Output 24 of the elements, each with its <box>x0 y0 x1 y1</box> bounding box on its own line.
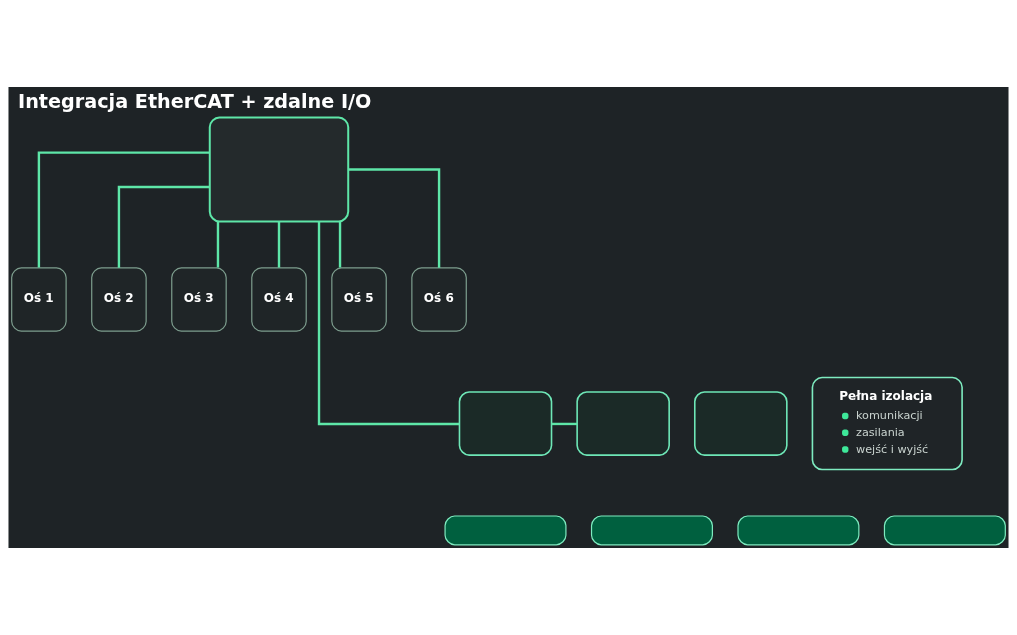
connector <box>216 221 220 268</box>
connector <box>37 151 210 268</box>
connector <box>551 422 578 426</box>
connector <box>348 168 441 268</box>
node-box: Oś 6 <box>411 267 467 332</box>
node-box <box>694 391 788 456</box>
node-box: Oś 3 <box>171 267 227 332</box>
node-box <box>208 116 350 223</box>
node-box <box>576 391 670 456</box>
node-box <box>444 515 567 546</box>
node-box <box>737 515 860 546</box>
connector <box>277 221 281 268</box>
connector <box>317 221 460 426</box>
connector <box>117 185 210 268</box>
node-box: Oś 2 <box>91 267 147 332</box>
node-box: Oś 5 <box>331 267 387 332</box>
node-box: Pełna izolacja komunikacji zasilania wejść i wyjść <box>811 376 963 471</box>
node-box <box>590 515 713 546</box>
node-box <box>458 391 553 456</box>
connector <box>338 221 342 268</box>
node-box: Oś 4 <box>251 267 307 332</box>
node-box: Oś 1 <box>11 267 67 332</box>
node-box <box>883 515 1006 546</box>
diagram-title: Integracja EtherCAT + zdalne I/O <box>18 89 372 113</box>
